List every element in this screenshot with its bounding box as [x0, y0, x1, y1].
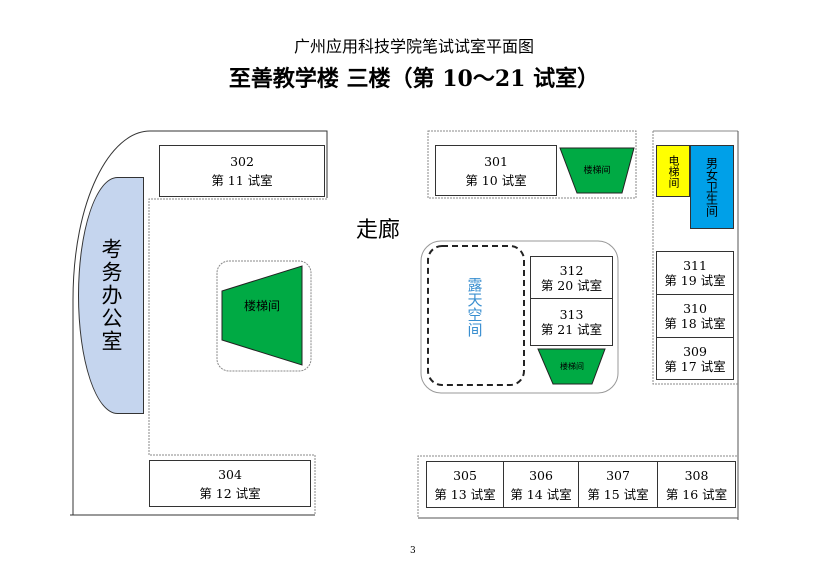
top-stair-label: 楼梯间	[583, 166, 611, 176]
room-label: 第 15 试室	[587, 486, 649, 502]
floor-subtitle: 至善教学楼 三楼（第 10～21 试室）	[228, 66, 600, 92]
document-title: 广州应用科技学院笔试试室平面图	[293, 37, 534, 56]
right-top-block	[427, 130, 637, 199]
room-307: 307 第 15 试室	[578, 461, 658, 508]
room-number: 305	[453, 467, 477, 483]
left-outer-wall	[72, 130, 328, 515]
room-label: 第 19 试室	[664, 273, 726, 288]
room-number: 310	[683, 301, 707, 316]
room-number: 308	[684, 467, 709, 483]
top-stair-shape	[559, 147, 635, 194]
restroom: 男女卫生间	[690, 145, 734, 229]
room-label: 第 17 试室	[664, 358, 726, 374]
room-number: 306	[529, 467, 553, 483]
room-301: 301 第 10 试室	[435, 145, 557, 196]
room-label: 第 16 试室	[665, 486, 728, 502]
room-306: 306 第 14 试室	[503, 461, 579, 508]
room-label: 第 14 试室	[510, 486, 572, 502]
room-number: 304	[218, 466, 242, 482]
left-stair-label: 楼梯间	[243, 299, 280, 313]
left-stair-area	[216, 260, 312, 372]
room-number: 312	[559, 262, 584, 278]
room-label: 第 10 试室	[465, 172, 527, 188]
room-number: 301	[484, 153, 508, 169]
room-number: 309	[683, 343, 707, 359]
room-304: 304 第 12 试室	[149, 460, 311, 507]
room-number: 313	[559, 307, 584, 322]
bottom-block-boundary	[417, 455, 738, 517]
room-label: 第 21 试室	[540, 322, 603, 337]
left-inner-boundary	[148, 198, 327, 515]
central-stair-shape	[537, 348, 606, 385]
corridor-label: 走廊	[356, 218, 401, 243]
right-inner-boundary	[652, 131, 738, 385]
open-space-label: 露天空间	[465, 277, 484, 337]
room-308: 308 第 16 试室	[657, 461, 736, 508]
room-number: 307	[606, 467, 630, 483]
room-number: 302	[230, 154, 254, 169]
room-label: 第 18 试室	[664, 316, 726, 331]
open-space-outline	[427, 245, 525, 386]
room-305: 305 第 13 试室	[426, 461, 504, 508]
central-block	[420, 240, 619, 394]
left-stair-shape	[221, 265, 303, 366]
room-label: 第 11 试室	[211, 173, 273, 188]
exam-office-label: 考务办公室	[99, 238, 123, 353]
room-label: 第 12 试室	[199, 485, 261, 501]
central-stair-label: 楼梯间	[560, 362, 584, 371]
room-302: 302 第 11 试室	[159, 145, 325, 197]
elevator: 电梯间	[656, 145, 690, 197]
room-label: 第 20 试室	[540, 277, 603, 293]
room-number: 311	[683, 258, 707, 273]
page-number: 3	[410, 546, 416, 556]
room-label: 第 13 试室	[434, 486, 496, 502]
exam-office: 考务办公室	[78, 177, 144, 414]
